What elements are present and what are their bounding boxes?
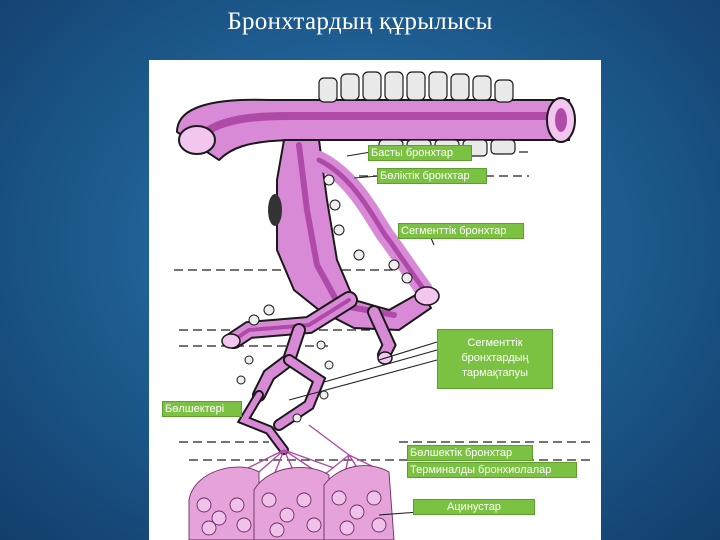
- label-lobules: Бөлшектері: [162, 401, 242, 417]
- label-main-bronchi: Басты бронхтар: [368, 145, 472, 161]
- label-lobular-bronchi: Бөлшектік бронхтар: [407, 445, 533, 461]
- label-lobar-bronchi: Бөліктік бронхтар: [377, 168, 487, 184]
- bronchial-tree-illustration: [174, 71, 594, 540]
- acini-clusters: [188, 465, 395, 540]
- label-acini: Ацинустар: [413, 499, 535, 515]
- pointer-lines: [288, 151, 438, 516]
- trachea: [175, 71, 576, 162]
- slide-title: Бронхтардың құрылысы: [227, 8, 493, 35]
- main-bronchus: [268, 139, 440, 332]
- cartilage-bumps: [230, 174, 413, 423]
- bronchial-tree-figure: [149, 60, 601, 540]
- label-segmental-branching: Сегменттік бронхтардың тармақтапуы: [437, 329, 553, 389]
- label-terminal-bronchioles: Терминалды бронхиолалар: [407, 462, 577, 478]
- label-segmental-bronchi: Сегменттік бронхтар: [398, 223, 524, 239]
